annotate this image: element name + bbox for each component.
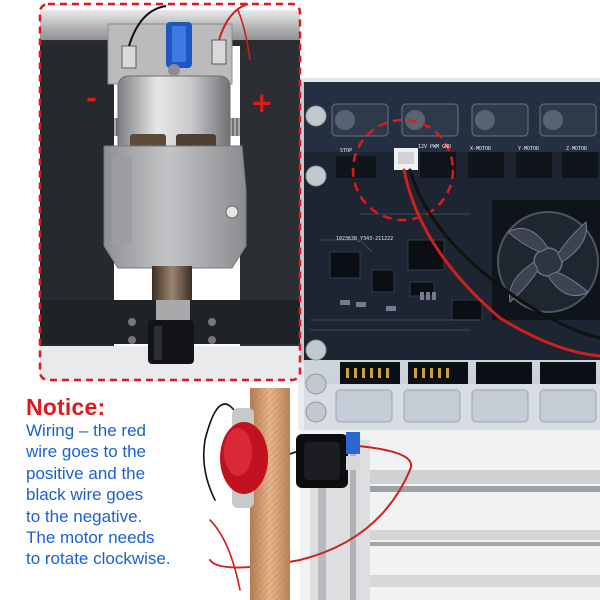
label-x-motor: X-MOTOR bbox=[470, 146, 492, 152]
notice-box: Notice: Wiring – the red wire goes to th… bbox=[26, 394, 236, 570]
negative-sign: - bbox=[86, 84, 97, 114]
wires bbox=[202, 168, 600, 591]
spindle-inset bbox=[40, 3, 300, 380]
label-y-motor: Y-MOTOR bbox=[518, 146, 540, 152]
cooling-fan bbox=[492, 200, 600, 320]
positive-sign: + bbox=[250, 86, 274, 119]
notice-line: to rotate clockwise. bbox=[26, 549, 171, 569]
controller-board bbox=[298, 78, 600, 430]
notice-line: The motor needs bbox=[26, 528, 155, 548]
label-stop: STOP bbox=[340, 148, 353, 154]
emergency-stop-button bbox=[220, 408, 268, 508]
connector-highlight-circle bbox=[351, 118, 455, 222]
notice-body: Wiring – the red wire goes to the positi… bbox=[26, 420, 236, 570]
label-pwm: 12V PWM GND bbox=[418, 144, 452, 150]
notice-line: Wiring – the red bbox=[26, 421, 146, 440]
notice-line: black wire goes bbox=[26, 485, 144, 505]
rocker-switch bbox=[296, 432, 360, 488]
aluminum-frame-bottom bbox=[300, 430, 600, 600]
label-pcb-code: 1023630_Y343-211222 bbox=[336, 236, 394, 242]
notice-title: Notice: bbox=[26, 394, 106, 420]
wooden-pillar bbox=[250, 388, 290, 600]
label-z-motor: Z-MOTOR bbox=[566, 146, 588, 152]
notice-line: wire goes to the bbox=[26, 442, 147, 462]
notice-line: to the negative. bbox=[26, 506, 143, 526]
notice-line: positive and the bbox=[26, 463, 146, 483]
inset-dashed-border bbox=[38, 2, 302, 382]
